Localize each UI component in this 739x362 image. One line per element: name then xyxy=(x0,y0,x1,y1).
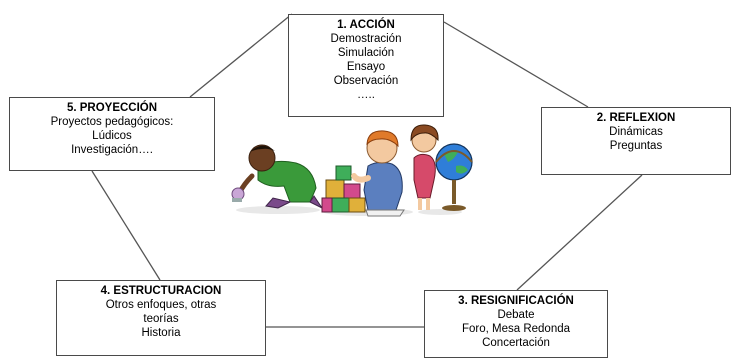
node-proyeccion-title: 5. PROYECCIÓN xyxy=(66,102,158,114)
crawling-child-figure xyxy=(231,144,324,210)
node-estructuracion-title: 4. ESTRUCTURACION xyxy=(100,285,222,297)
node-estructuracion-item: teorías xyxy=(143,313,179,325)
node-accion-item: Observación xyxy=(333,75,399,87)
node-accion-item: ….. xyxy=(357,89,375,101)
toy-blocks xyxy=(321,165,366,213)
node-reflexion: 2. REFLEXION Dinámicas Preguntas xyxy=(541,107,731,175)
children-playing-illustration xyxy=(231,124,473,217)
node-proyeccion-item: Investigación…. xyxy=(71,144,153,156)
node-accion: 1. ACCIÓN Demostración Simulación Ensayo… xyxy=(288,14,444,117)
node-accion-item: Simulación xyxy=(337,47,395,59)
node-estructuracion: 4. ESTRUCTURACION Otros enfoques, otras … xyxy=(56,280,266,356)
girl-with-globe-figure xyxy=(410,124,473,211)
node-reflexion-item: Preguntas xyxy=(609,140,663,152)
connector-estructuracion-proyeccion xyxy=(91,170,161,281)
node-estructuracion-item: Historia xyxy=(141,327,181,339)
node-accion-item: Demostración xyxy=(330,33,402,45)
node-resignificacion-item: Foro, Mesa Redonda xyxy=(461,323,571,335)
node-estructuracion-item: Otros enfoques, otras xyxy=(105,299,217,311)
node-resignificacion-title: 3. RESIGNIFICACIÓN xyxy=(458,295,574,307)
node-proyeccion-item: Lúdicos xyxy=(92,130,132,142)
node-reflexion-title: 2. REFLEXION xyxy=(596,112,676,124)
sitting-child-figure xyxy=(351,130,405,217)
node-resignificacion: 3. RESIGNIFICACIÓN Debate Foro, Mesa Red… xyxy=(424,290,608,358)
node-resignificacion-item: Concertación xyxy=(482,337,550,349)
connector-proyeccion-accion xyxy=(189,13,293,98)
node-accion-title: 1. ACCIÓN xyxy=(337,19,395,31)
node-proyeccion: 5. PROYECCIÓN Proyectos pedagógicos: Lúd… xyxy=(9,97,215,171)
node-accion-item: Ensayo xyxy=(346,61,386,73)
node-resignificacion-item: Debate xyxy=(497,309,535,321)
connector-reflexion-resignificacion xyxy=(516,174,643,291)
node-reflexion-item: Dinámicas xyxy=(609,126,663,138)
node-proyeccion-item: Proyectos pedagógicos: xyxy=(50,116,174,128)
connector-accion-reflexion xyxy=(443,21,589,108)
